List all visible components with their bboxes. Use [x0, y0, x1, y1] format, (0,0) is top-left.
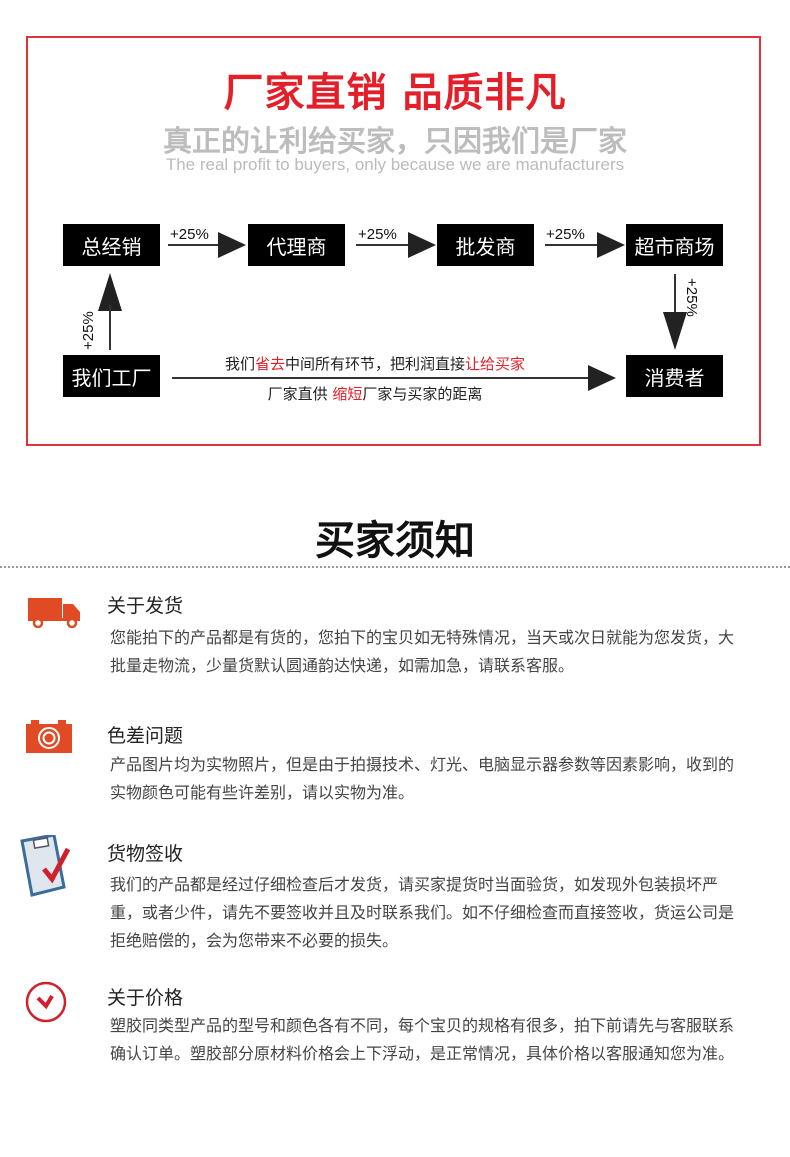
truck-icon — [28, 596, 82, 632]
markup-label: +25% — [546, 226, 585, 243]
clipboard-check-icon — [20, 833, 76, 903]
notice-title: 买家须知 — [315, 518, 475, 564]
arrow-line — [356, 244, 410, 246]
node-distributor: 总经销 — [63, 224, 160, 266]
item-title: 货物签收 — [107, 843, 184, 865]
item-title: 关于价格 — [107, 987, 184, 1009]
node-consumer: 消费者 — [626, 355, 723, 397]
highlight-text: 让给买家 — [465, 355, 526, 373]
arrow-right-icon — [218, 232, 246, 258]
item-title: 关于发货 — [107, 595, 184, 617]
arrow-line — [545, 244, 599, 246]
camera-icon — [26, 718, 74, 758]
arrow-line — [674, 274, 676, 319]
arrow-right-icon — [597, 232, 625, 258]
arrow-line — [168, 244, 220, 246]
banner-english: The real profit to buyers, only because … — [165, 155, 625, 174]
arrow-line — [109, 305, 111, 350]
item-title: 色差问题 — [107, 725, 184, 747]
node-factory: 我们工厂 — [63, 355, 160, 397]
arrow-right-icon — [588, 365, 616, 391]
check-circle-icon — [24, 980, 68, 1028]
markup-label: +25% — [170, 226, 209, 243]
node-wholesaler: 批发商 — [437, 224, 534, 266]
text-part: 中间所有环节，把利润直接 — [285, 355, 466, 373]
node-supermarket: 超市商场 — [626, 224, 723, 266]
arrow-line — [172, 377, 592, 379]
arrow-up-icon — [98, 273, 122, 311]
banner-title: 厂家直销 品质非凡 — [223, 70, 567, 116]
markup-label: +25% — [683, 278, 700, 317]
highlight-text: 缩短 — [332, 385, 363, 403]
arrow-right-icon — [408, 232, 436, 258]
text-part: 我们 — [224, 355, 255, 373]
direct-line-top-text: 我们省去中间所有环节，把利润直接让给买家 — [170, 353, 580, 374]
arrow-down-icon — [663, 312, 687, 350]
markup-label: +25% — [358, 226, 397, 243]
node-agent: 代理商 — [248, 224, 345, 266]
banner-subtitle: 真正的让利给买家，只因我们是厂家 — [162, 124, 627, 158]
item-body: 塑胶同类型产品的型号和颜色各有不同，每个宝贝的规格有很多，拍下前请先与客服联系确… — [110, 1016, 735, 1063]
direct-line-bottom-text: 厂家直供 缩短厂家与买家的距离 — [170, 383, 580, 404]
banner-frame — [26, 36, 761, 446]
markup-label: +25% — [80, 311, 97, 350]
text-part: 厂家直供 — [267, 385, 333, 403]
dotted-divider — [0, 566, 790, 568]
text-part: 厂家与买家的距离 — [362, 385, 483, 403]
item-body: 我们的产品都是经过仔细检查后才发货，请买家提货时当面验货，如发现外包装损坏严重，… — [110, 875, 735, 950]
item-body: 您能拍下的产品都是有货的，您拍下的宝贝如无特殊情况，当天或次日就能为您发货，大批… — [110, 628, 735, 675]
item-body: 产品图片均为实物照片，但是由于拍摄技术、灯光、电脑显示器参数等因素影响，收到的实… — [110, 755, 735, 802]
highlight-text: 省去 — [254, 355, 285, 373]
